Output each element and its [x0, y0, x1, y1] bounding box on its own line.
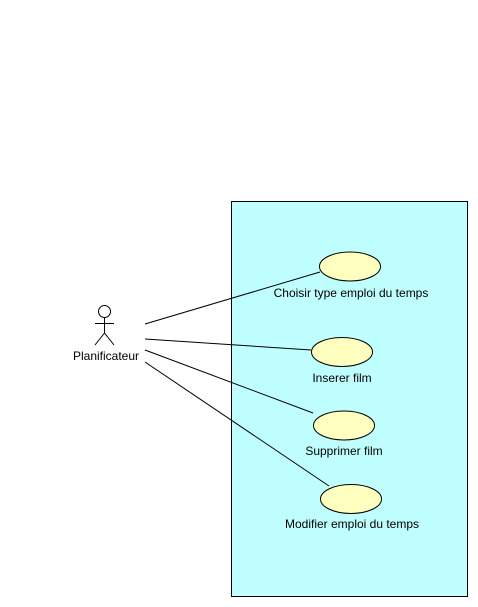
actor-figure[interactable]: [94, 305, 115, 346]
use-case-supprimer[interactable]: Supprimer film: [305, 410, 383, 458]
actor-leg-left: [94, 332, 105, 346]
use-case-label: Inserer film: [312, 371, 371, 385]
association-modifier: [144, 361, 330, 487]
associations: [144, 271, 330, 487]
use-case-label: Choisir type emploi du temps: [274, 286, 429, 300]
use-case-ellipse: [311, 337, 373, 367]
use-case-label: Modifier emploi du temps: [285, 517, 419, 531]
actor-leg-right: [104, 332, 115, 346]
use-case-ellipse: [313, 410, 375, 441]
association-supprimer: [144, 349, 314, 414]
actor-name: Planificateur: [73, 349, 139, 363]
association-choisir: [144, 271, 321, 325]
association-inserer: [144, 338, 312, 351]
actor-head: [98, 305, 111, 318]
use-case-choisir[interactable]: Choisir type emploi du temps: [274, 251, 429, 300]
use-case-label: Supprimer film: [305, 444, 382, 458]
use-case-inserer[interactable]: Inserer film: [311, 337, 373, 386]
use-case-ellipse: [320, 484, 382, 514]
use-case-modifier[interactable]: Modifier emploi du temps: [285, 484, 419, 532]
use-case-ellipse: [319, 251, 381, 282]
